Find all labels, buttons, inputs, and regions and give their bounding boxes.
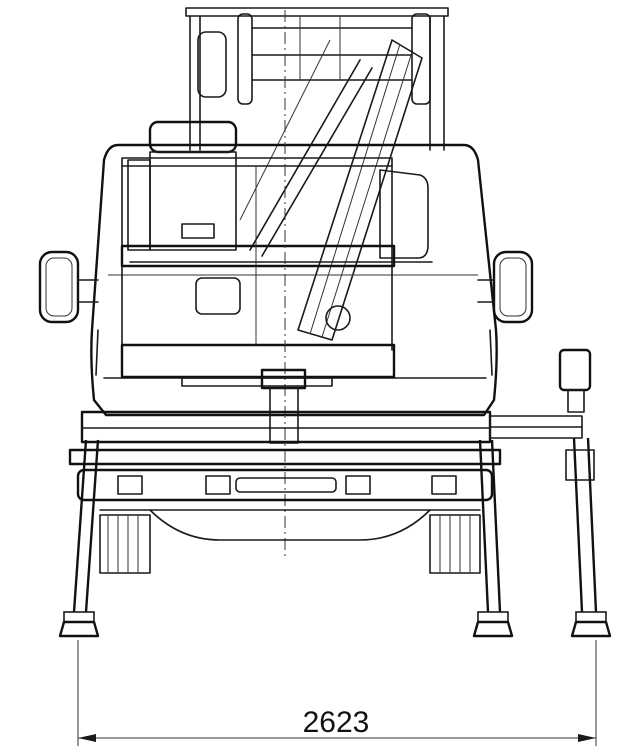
center-hitch <box>181 368 333 444</box>
cab-body <box>90 143 498 417</box>
outrigger-beam <box>68 410 583 541</box>
left-mirror <box>38 250 99 324</box>
boom-assembly <box>185 7 449 341</box>
right-outrigger-leg <box>558 348 612 638</box>
wheels <box>99 514 481 574</box>
center-outrigger-leg <box>472 439 514 638</box>
dimension-line: 2623 <box>77 640 597 746</box>
dimension-label: 2623 <box>303 706 370 739</box>
left-outrigger-leg <box>58 439 100 638</box>
work-basket <box>120 120 396 379</box>
right-mirror <box>477 250 534 324</box>
